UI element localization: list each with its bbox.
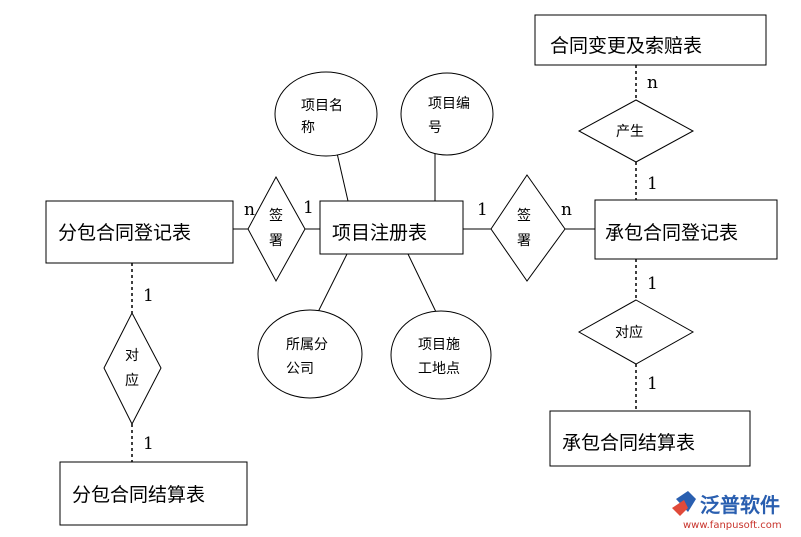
entity-main-settlement: 承包合同结算表 [549, 410, 751, 467]
cardinality-label: 1 [647, 174, 658, 194]
attribute-label: 公司 [286, 361, 314, 377]
cardinality-label: 1 [143, 286, 154, 306]
cardinality-label: n [561, 200, 572, 220]
logo-text: 泛普软件 [700, 493, 780, 517]
connectors [131, 65, 637, 462]
logo-url: www.fanpusoft.com [683, 520, 782, 531]
relationship-label: 应 [125, 372, 139, 389]
entity-contract-change: 合同变更及索赔表 [534, 14, 767, 66]
attribute-company: 所属分 公司 [257, 309, 363, 399]
attribute-label: 所属分 [286, 337, 328, 353]
attribute-label: 工地点 [418, 361, 460, 377]
relationship-produce: 产生 [577, 99, 695, 163]
brand-logo: 泛普软件 www.fanpusoft.com [672, 491, 782, 531]
cardinality-label: n [244, 200, 255, 220]
entity-label: 合同变更及索赔表 [550, 35, 702, 57]
entity-main-register: 承包合同登记表 [594, 199, 778, 260]
logo-icon-accent [672, 500, 688, 516]
attribute-label: 称 [301, 120, 315, 136]
entity-sub-settlement: 分包合同结算表 [59, 461, 248, 526]
entity-sub-register: 分包合同登记表 [45, 200, 234, 264]
relationship-sign-right: 签 署 [490, 174, 566, 282]
relationship-correspond-left: 对 应 [103, 311, 162, 426]
cardinality-label: 1 [143, 434, 154, 454]
logo-icon [676, 491, 696, 512]
cardinality-label: 1 [647, 374, 658, 394]
cardinality-label: n [647, 73, 658, 93]
attribute-label: 项目名 [301, 98, 343, 114]
entity-label: 分包合同结算表 [72, 484, 205, 506]
relationship-correspond-right: 对应 [577, 299, 695, 365]
entity-project-register: 项目注册表 [319, 200, 464, 255]
entity-label: 项目注册表 [332, 222, 427, 244]
attribute-label: 项目施 [418, 337, 460, 353]
connector-attr-company [317, 253, 348, 313]
relationship-label: 对 [125, 348, 139, 364]
attribute-label: 项目编 [428, 96, 470, 112]
relationship-label: 签 [517, 207, 531, 224]
relationship-label: 产生 [616, 124, 644, 140]
attribute-label: 号 [428, 120, 442, 136]
entity-label: 承包合同登记表 [605, 222, 738, 244]
relationship-sign-left: 签 署 [247, 175, 306, 283]
relationship-label: 对应 [615, 324, 643, 341]
relationship-label: 签 [269, 207, 283, 224]
attribute-project-name: 项目名 称 [274, 71, 378, 157]
cardinality-label: 1 [477, 200, 488, 220]
cardinality-labels: n 1 n 1 1 n 1 1 1 1 [143, 73, 658, 454]
entity-label: 分包合同登记表 [58, 222, 191, 244]
attribute-project-number: 项目编 号 [400, 72, 494, 156]
connector-attr-site [407, 253, 437, 313]
cardinality-label: 1 [647, 274, 658, 294]
entity-label: 承包合同结算表 [562, 432, 695, 454]
attribute-site: 项目施 工地点 [390, 310, 492, 400]
relationship-label: 署 [517, 233, 531, 249]
cardinality-label: 1 [303, 198, 314, 218]
relationship-label: 署 [269, 233, 283, 249]
